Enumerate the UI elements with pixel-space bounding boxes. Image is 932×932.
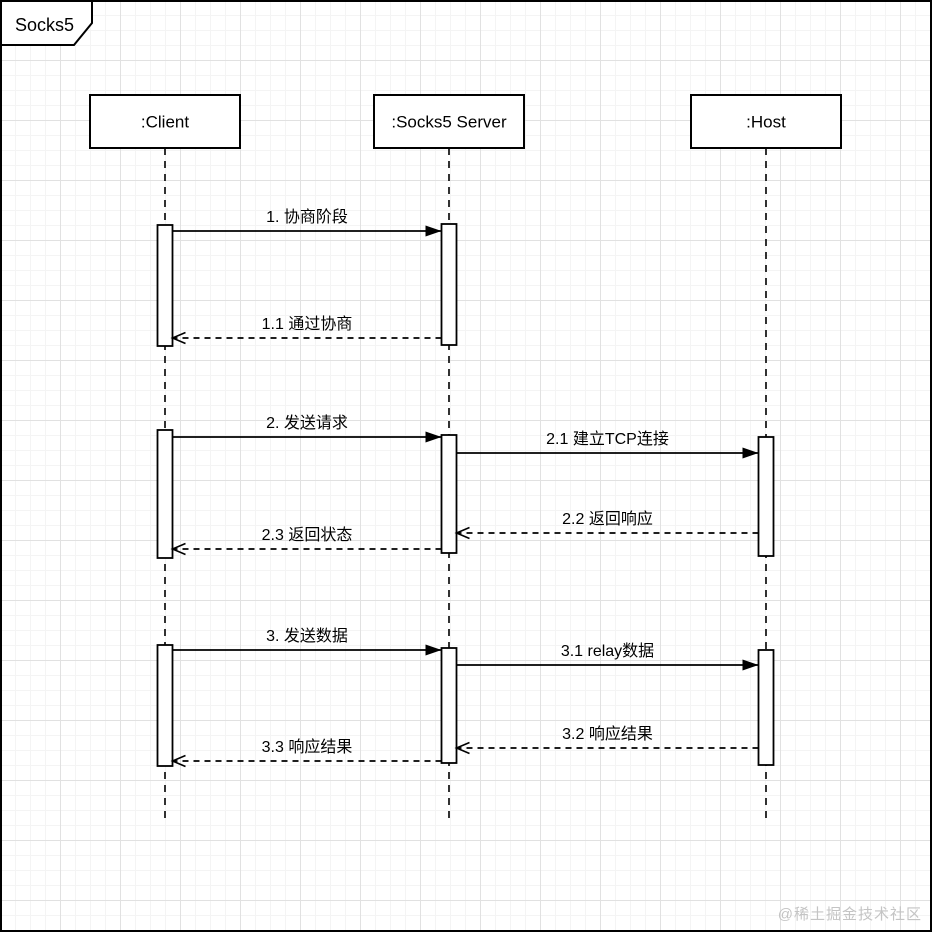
- message-label: 2. 发送请求: [266, 414, 348, 432]
- activation-bar-server: [440, 434, 458, 554]
- lifelines-group: :Client :Socks5 Server :Host: [89, 94, 842, 820]
- watermark: @稀土掘金技术社区: [777, 906, 922, 923]
- message-label: 1. 协商阶段: [266, 208, 348, 226]
- lifeline-label-host: :Host: [746, 113, 786, 132]
- lifeline-head-server: [373, 94, 525, 149]
- activation-bar-client: [156, 224, 174, 347]
- messages-group: 1. 协商阶段 1.1 通过协商 2. 发送请求 2.1 建立TCP连接 2.2 返回响…: [173, 208, 759, 761]
- frame-label-shape: [0, 0, 93, 46]
- activation-bar-host: [757, 649, 775, 766]
- activation-bar-host: [757, 436, 775, 557]
- lifeline-head-host: [690, 94, 842, 149]
- message-label: 2.2 返回响应: [562, 509, 653, 528]
- lifeline-label-client: :Client: [141, 113, 189, 132]
- activation-bar-server: [440, 223, 458, 346]
- message-label: 2.3 返回状态: [262, 526, 353, 544]
- message-label: 3.1 relay数据: [561, 642, 654, 660]
- lifeline-head-client: [89, 94, 241, 149]
- frame-title: Socks5: [15, 15, 74, 35]
- message-label: 3.3 响应结果: [262, 737, 353, 756]
- message-label: 2.1 建立TCP连接: [546, 430, 669, 448]
- activations-group: [156, 223, 775, 767]
- message-label: 1.1 通过协商: [262, 315, 353, 333]
- activation-bar-client: [156, 429, 174, 559]
- message-label: 3. 发送数据: [266, 627, 348, 645]
- lifeline-label-server: :Socks5 Server: [391, 113, 507, 132]
- message-label: 3.2 响应结果: [562, 724, 653, 743]
- activation-bar-server: [440, 647, 458, 764]
- activation-bar-client: [156, 644, 174, 767]
